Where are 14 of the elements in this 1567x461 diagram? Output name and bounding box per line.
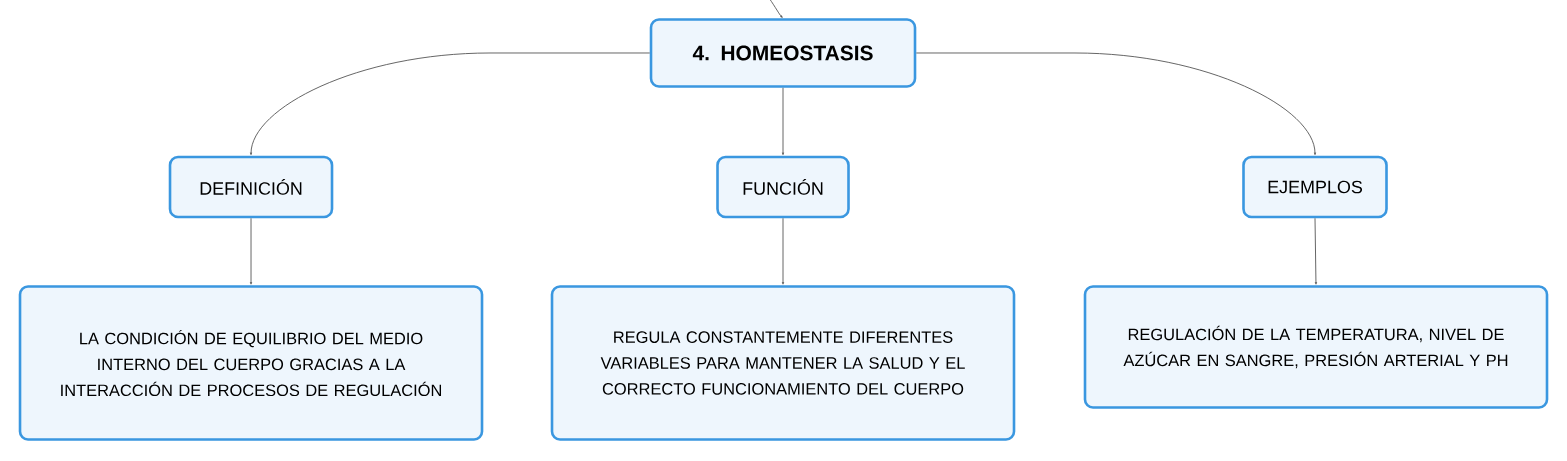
- arrow: [781, 87, 785, 156]
- arrow: [781, 217, 785, 285]
- arrow: [915, 52, 1317, 156]
- category-box: DEFINICIÓN: [168, 155, 334, 219]
- description-box: REGULACIÓN DE LA TEMPERATURA, NIVEL DE AZÚCAR EN SANGRE, PRESIÓN ARTERIAL Y PH: [1083, 285, 1549, 409]
- arrow: [249, 52, 651, 156]
- topic-box: 4. HOMEOSTASIS: [649, 18, 917, 88]
- description-box: LA CONDICIÓN DE EQUILIBRIO DEL MEDIO INTERNO DEL CUERPO GRACIAS A LA INTERACCIÓN DE PROCESOS DE REGULACIÓN: [18, 285, 484, 441]
- category-box: FUNCIÓN: [716, 155, 850, 219]
- arrow: [1314, 217, 1318, 285]
- description-box: REGULA CONSTANTEMENTE DIFERENTES VARIABLES PARA MANTENER LA SALUD Y EL CORRECTO FUNCIONAMIENTO DEL CUERPO: [550, 285, 1016, 441]
- arrow: [768, 0, 783, 18]
- arrow: [249, 217, 253, 285]
- category-box: EJEMPLOS: [1242, 155, 1388, 219]
